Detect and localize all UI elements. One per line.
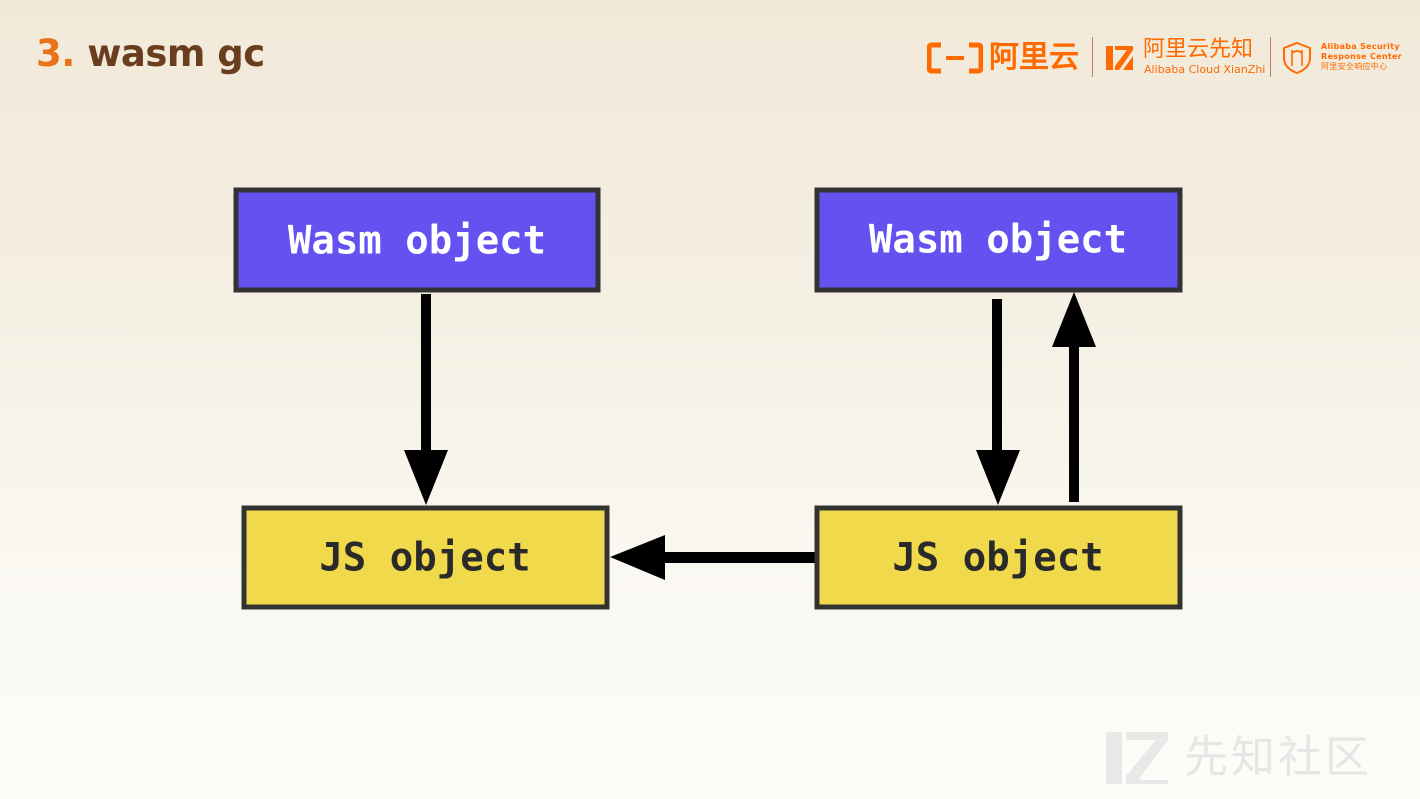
watermark-text: 先知社区 [1184, 732, 1372, 783]
watermark: 先知社区 [1098, 724, 1408, 792]
edge-wasm-left-to-js-left [404, 294, 448, 505]
xianzhi-brand-subtitle: Alibaba Cloud XianZhi [1144, 63, 1266, 76]
title-text: wasm gc [87, 32, 265, 75]
logo-divider [1092, 37, 1093, 77]
xianzhi-logo-icon [1106, 46, 1133, 70]
node-label: JS object [892, 536, 1103, 581]
node-js-object-left: JS object [241, 505, 610, 610]
node-box [233, 187, 601, 293]
title-number: 3. [36, 32, 75, 75]
aliyun-logo-icon [927, 42, 983, 74]
header-logos: 阿里云 阿里云先知 Alibaba Cloud XianZhi Alibaba … [925, 34, 1402, 80]
edge-js-right-to-js-left [610, 535, 818, 580]
node-label: Wasm object [288, 219, 546, 264]
logo-divider [1270, 37, 1271, 77]
shield-icon [1283, 41, 1311, 75]
edge-js-right-to-wasm-right [1052, 292, 1096, 502]
node-wasm-object-left: Wasm object [233, 187, 601, 293]
slide-title: 3. wasm gc [36, 26, 265, 82]
asrc-name-line1: Alibaba Security [1321, 42, 1400, 51]
xianzhi-brand-text: 阿里云先知 [1143, 37, 1254, 62]
node-box [814, 505, 1183, 610]
node-box [241, 505, 610, 610]
edge-wasm-right-to-js-right [976, 299, 1020, 505]
asrc-name-cn: 阿里安全响应中心 [1321, 62, 1388, 71]
node-label: JS object [319, 536, 530, 581]
node-js-object-right: JS object [814, 505, 1183, 610]
node-label: Wasm object [869, 218, 1127, 263]
node-wasm-object-right: Wasm object [814, 187, 1183, 293]
aliyun-brand-text: 阿里云 [989, 40, 1079, 75]
watermark-logo-icon [1106, 732, 1168, 784]
node-box [814, 187, 1183, 293]
asrc-name-line2: Response Center [1321, 52, 1402, 61]
